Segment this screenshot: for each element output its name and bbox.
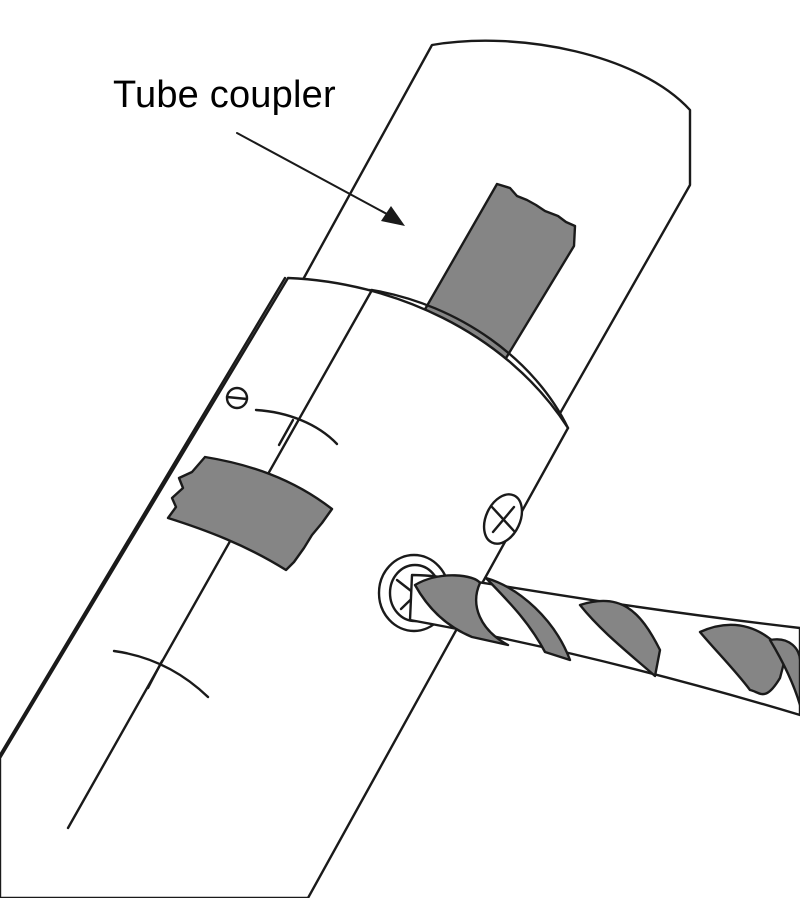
lower-tube-left-wall <box>0 276 287 757</box>
alignment-mark-upper <box>254 408 339 446</box>
drill-bit <box>408 573 800 717</box>
coupler-sleeve-seam <box>66 288 374 830</box>
drill-bit-groove-4 <box>698 623 788 696</box>
callout-label: Tube coupler <box>113 74 336 116</box>
screw-right-cross-b <box>491 505 516 534</box>
screw-small-slot <box>225 395 249 401</box>
sleeve-tape <box>166 455 334 572</box>
alignment-mark-lower <box>112 649 210 699</box>
drill-bit-groove-3 <box>578 599 662 678</box>
drill-bit-groove-2 <box>484 576 572 662</box>
alignment-tick-lower <box>146 659 164 690</box>
callout-arrowhead <box>381 206 405 226</box>
coupler-sleeve-edge <box>370 288 570 430</box>
drill-bit-groove-5 <box>768 638 800 707</box>
callout-arrow-line <box>236 132 399 221</box>
drill-bit-groove-1 <box>413 574 510 647</box>
alignment-tick-upper <box>277 418 295 447</box>
